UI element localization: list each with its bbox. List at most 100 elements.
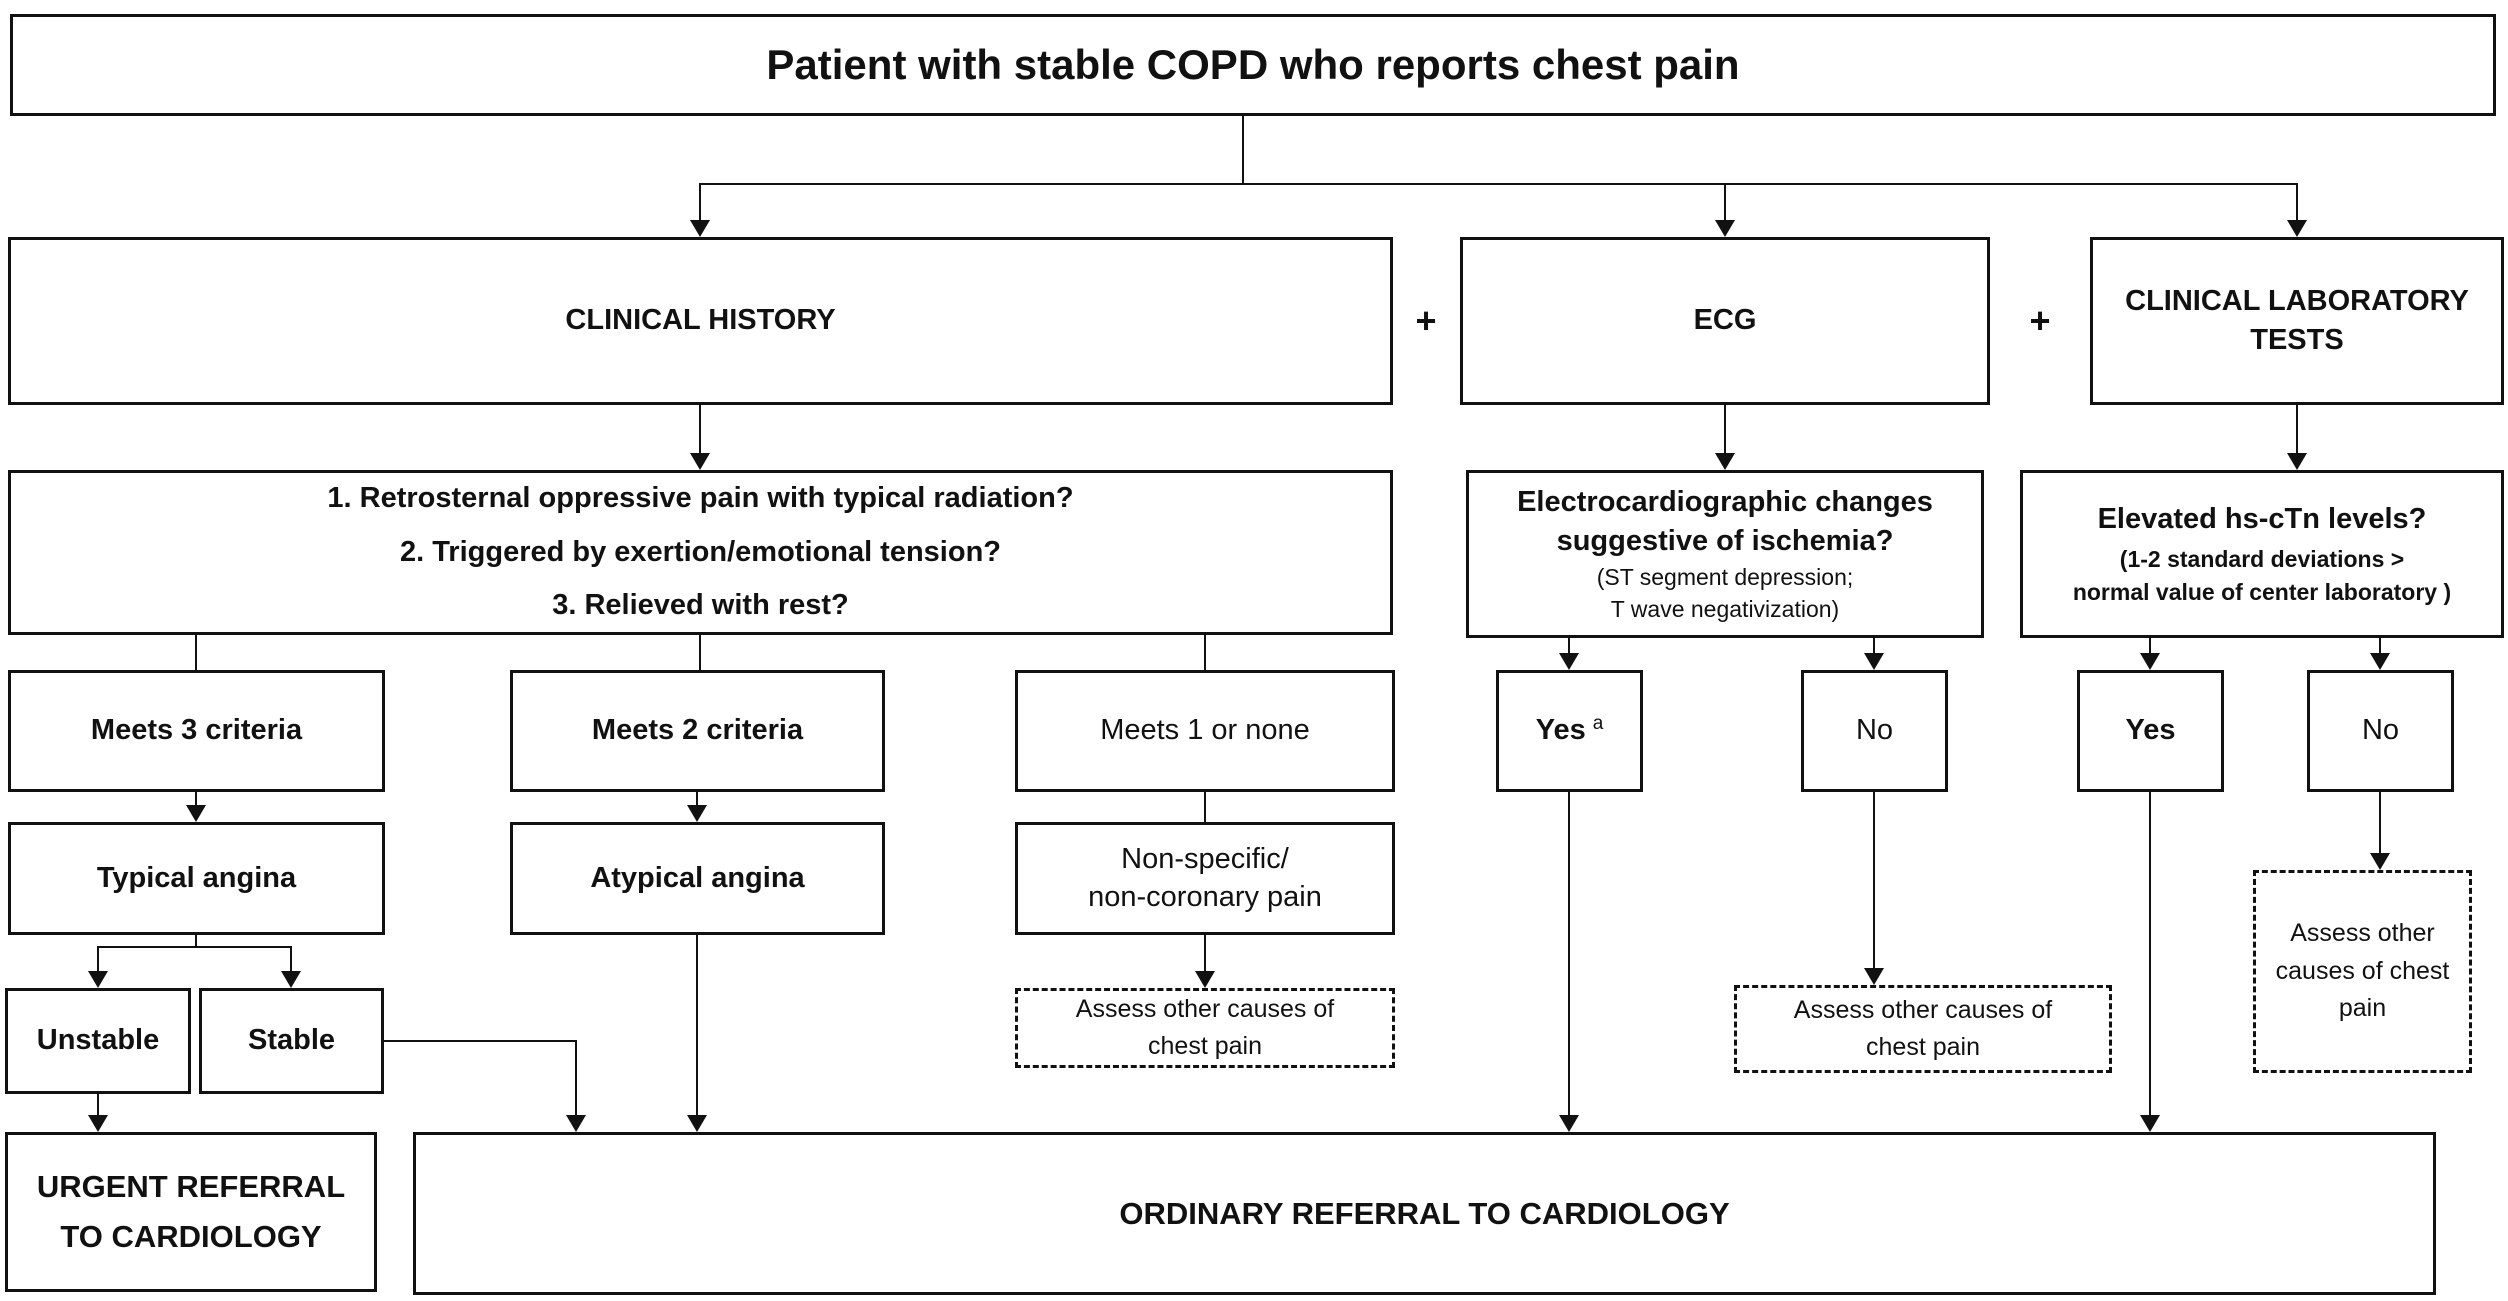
ordinary-referral-box: ORDINARY REFERRAL TO CARDIOLOGY — [413, 1132, 2436, 1295]
assess-other-causes-lab-label: Assess other causes of chest pain — [2275, 919, 2450, 1023]
meets-1-or-none-box: Meets 1 or none — [1015, 670, 1395, 792]
arrowhead-atypical-ordinary — [687, 1115, 707, 1132]
ecg-yes-text: Yes — [1535, 714, 1586, 747]
history-criteria-box: 1. Retrosternal oppressive pain with typ… — [8, 470, 1393, 635]
connector-lab-no — [2379, 638, 2381, 655]
connector-drop-lab — [2296, 183, 2298, 222]
clinical-history-box: CLINICAL HISTORY — [8, 237, 1393, 405]
ordinary-referral-label: ORDINARY REFERRAL TO CARDIOLOGY — [1119, 1195, 1730, 1231]
connector-atypical — [696, 792, 698, 807]
connector-ecgno-assess — [1873, 792, 1875, 970]
plus-sign-2: + — [2029, 300, 2051, 341]
arrowhead-lab-question — [2287, 453, 2307, 470]
arrowhead-nonspecific-assess — [1195, 971, 1215, 988]
arrowhead-labyes-ordinary — [2140, 1115, 2160, 1132]
assess-other-causes-ecg-label: Assess other causes of chest pain — [1793, 995, 2053, 1062]
unstable-box: Unstable — [5, 988, 191, 1094]
ecg-ischemia-question-box: Electrocardiographic changes suggestive … — [1466, 470, 1984, 638]
arrowhead-lab-yes — [2140, 653, 2160, 670]
arrowhead-history — [690, 220, 710, 237]
arrowhead-ecg-yes — [1559, 653, 1579, 670]
arrowhead-labno-assess — [2370, 853, 2390, 870]
ecg-box: ECG — [1460, 237, 1990, 405]
arrowhead-history-questions — [690, 453, 710, 470]
connector-typical-stem — [195, 935, 197, 948]
connector-nonspecific-assess — [1204, 935, 1206, 973]
history-criteria-questions: 1. Retrosternal oppressive pain with typ… — [327, 482, 1074, 622]
arrowhead-ecgno-assess — [1864, 968, 1884, 985]
connector-drop-ecg — [1724, 183, 1726, 222]
connector-labno-assess — [2379, 792, 2381, 855]
connector-meets2 — [699, 635, 701, 670]
arrowhead-unstable — [88, 971, 108, 988]
assess-other-causes-history-label: Assess other causes of chest pain — [1075, 994, 1335, 1061]
connector-typical — [195, 792, 197, 807]
connector-meets3 — [195, 635, 197, 670]
connector-history-questions — [699, 405, 701, 455]
connector-nonspecific — [1204, 792, 1206, 822]
meets-3-criteria-box: Meets 3 criteria — [8, 670, 385, 792]
connector-lab-yes — [2149, 638, 2151, 655]
typical-angina-box: Typical angina — [8, 822, 385, 935]
meets-2-criteria-label: Meets 2 criteria — [591, 714, 804, 747]
lab-tests-label: CLINICAL LABORATORY TESTS — [2125, 284, 2469, 356]
connector-labyes-ordinary — [2149, 792, 2151, 1117]
arrowhead-ecg-question — [1715, 453, 1735, 470]
meets-2-criteria-box: Meets 2 criteria — [510, 670, 885, 792]
non-specific-pain-label: Non-specific/ non-coronary pain — [1088, 842, 1322, 913]
unstable-label: Unstable — [36, 1024, 160, 1057]
arrowhead-lab-no — [2370, 653, 2390, 670]
ecg-no-label: No — [1855, 714, 1894, 747]
meets-1-or-none-label: Meets 1 or none — [1100, 714, 1310, 747]
connector-lab-question — [2296, 405, 2298, 455]
connector-unstable — [97, 946, 99, 973]
connector-typical-split — [97, 946, 292, 948]
connector-drop-history — [699, 183, 701, 222]
lab-tests-box: CLINICAL LABORATORY TESTS — [2090, 237, 2504, 405]
arrowhead-atypical — [687, 805, 707, 822]
ecg-ischemia-note: (ST segment depression; T wave negativiz… — [1596, 563, 1854, 623]
arrowhead-stable — [281, 971, 301, 988]
arrowhead-typical — [186, 805, 206, 822]
ecg-yes-footnote: a — [1592, 712, 1604, 734]
arrowhead-lab — [2287, 220, 2307, 237]
connector-title-split — [699, 183, 2298, 185]
connector-title-stem — [1242, 116, 1244, 184]
assess-other-causes-ecg-box: Assess other causes of chest pain — [1734, 985, 2112, 1073]
stable-label: Stable — [247, 1024, 336, 1057]
atypical-angina-box: Atypical angina — [510, 822, 885, 935]
non-specific-pain-box: Non-specific/ non-coronary pain — [1015, 822, 1395, 935]
title-box: Patient with stable COPD who reports che… — [10, 14, 2496, 116]
typical-angina-label: Typical angina — [96, 861, 297, 894]
connector-ecg-yes — [1568, 638, 1570, 655]
lab-yes-box: Yes — [2077, 670, 2224, 792]
atypical-angina-label: Atypical angina — [590, 861, 805, 894]
connector-ecg-no — [1873, 638, 1875, 655]
assess-other-causes-history-box: Assess other causes of chest pain — [1015, 988, 1395, 1068]
lab-no-box: No — [2307, 670, 2454, 792]
page-title: Patient with stable COPD who reports che… — [766, 41, 1740, 88]
connector-stable-route-v — [575, 1040, 577, 1117]
arrowhead-ecg — [1715, 220, 1735, 237]
urgent-referral-label: URGENT REFERRAL TO CARDIOLOGY — [36, 1169, 346, 1254]
arrowhead-ecgyes-ordinary — [1559, 1115, 1579, 1132]
connector-stable-route-h — [384, 1040, 577, 1042]
connector-ecgyes-ordinary — [1568, 792, 1570, 1117]
arrowhead-ecg-no — [1864, 653, 1884, 670]
lab-yes-label: Yes — [2125, 714, 2176, 747]
plus-sign-1: + — [1415, 300, 1437, 341]
assess-other-causes-lab-box: Assess other causes of chest pain — [2253, 870, 2472, 1073]
urgent-referral-box: URGENT REFERRAL TO CARDIOLOGY — [5, 1132, 377, 1292]
connector-unstable-urgent — [97, 1094, 99, 1117]
ecg-label: ECG — [1693, 304, 1757, 337]
hs-ctn-question: Elevated hs-cTn levels? — [2097, 503, 2427, 536]
hs-ctn-note: (1-2 standard deviations > normal value … — [2072, 546, 2452, 605]
connector-atypical-ordinary — [696, 935, 698, 1117]
connector-meets1 — [1204, 635, 1206, 670]
stable-box: Stable — [199, 988, 384, 1094]
clinical-history-label: CLINICAL HISTORY — [565, 304, 836, 337]
lab-no-label: No — [2361, 714, 2400, 747]
